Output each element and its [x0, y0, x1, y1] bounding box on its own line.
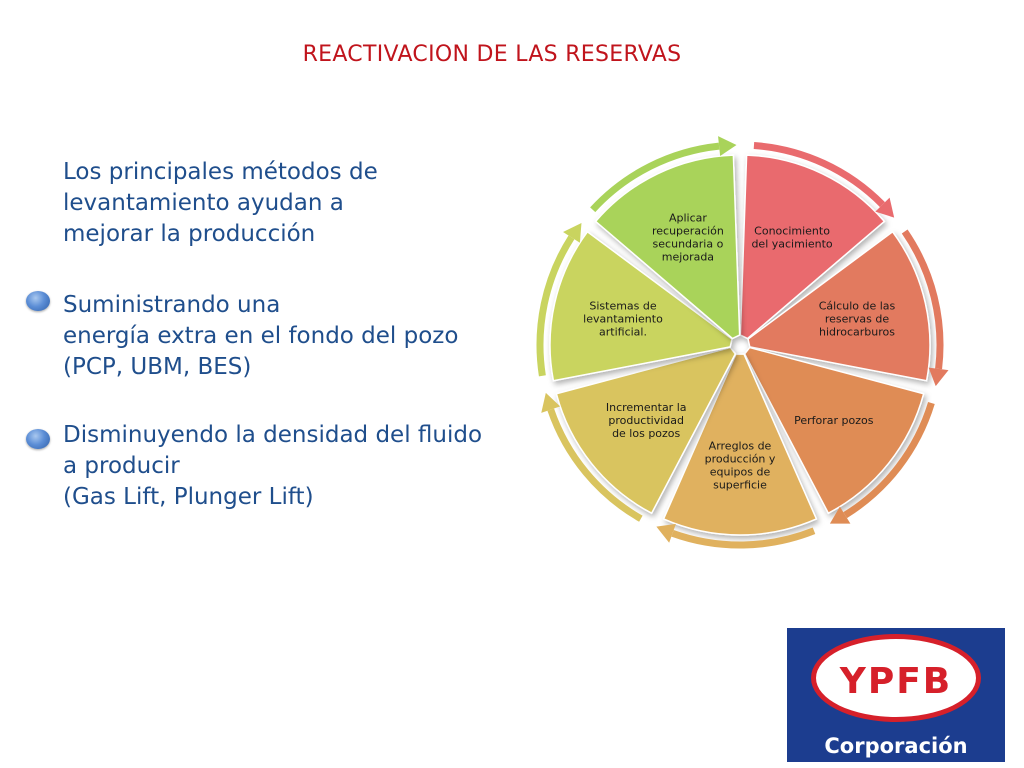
cycle-segment	[747, 230, 931, 382]
segment-label-line: Perforar pozos	[794, 414, 874, 427]
bullet-icon	[26, 429, 50, 449]
segment-label-line: superficie	[713, 479, 767, 492]
arrow-head	[928, 367, 949, 387]
bullet-line: energía extra en el fondo del pozo	[63, 323, 459, 349]
segment-label-line: levantamiento	[583, 312, 663, 325]
segment-label-line: Conocimiento	[754, 224, 830, 237]
slide-title: REACTIVACION DE LAS RESERVAS	[302, 42, 682, 67]
cycle-arrow	[671, 527, 816, 549]
cycle-segment	[594, 154, 741, 340]
segment-label-line: productividad	[608, 414, 684, 427]
cycle-arrow	[753, 141, 885, 208]
arrow-head	[563, 223, 582, 243]
cycle-segment	[549, 230, 733, 382]
logo-emblem: YPFB	[811, 634, 981, 722]
segment-label-line: de los pozos	[612, 427, 680, 440]
segment-label-line: Cálculo de las	[819, 299, 896, 312]
cycle-arrow	[547, 408, 643, 522]
bullet-line: a producir	[63, 453, 180, 479]
segment-label-line: Incrementar la	[606, 401, 687, 414]
cycle-segment	[662, 353, 818, 536]
bullet-icon	[26, 291, 50, 311]
segment-label-line: Sistemas de	[589, 299, 657, 312]
segment-label-line: producción y	[705, 453, 776, 466]
cycle-arrow	[901, 229, 944, 370]
logo-letters: YPFB	[839, 661, 953, 702]
cycle-arrow	[590, 142, 720, 213]
segment-label-line: artificial.	[599, 325, 647, 338]
arrow-head	[656, 523, 676, 543]
cycle-arrow	[843, 401, 935, 519]
cycle-arrow	[536, 235, 575, 377]
cycle-segment	[739, 154, 886, 340]
bullet-item: Suministrando una energía extra en el fo…	[63, 290, 533, 383]
intro-line: Los principales métodos de	[63, 159, 378, 185]
segment-label: Perforar pozos	[794, 414, 874, 427]
arrow-head	[718, 136, 737, 157]
cycle-segment	[743, 346, 925, 515]
segment-label-line: equipos de	[710, 466, 771, 479]
company-logo: YPFB Corporación	[787, 628, 1005, 762]
bullet-line: (PCP, UBM, BES)	[63, 354, 252, 380]
segment-label-line: hidrocarburos	[819, 325, 895, 338]
arrow-head	[875, 197, 895, 218]
bullet-line: Disminuyendo la densidad del fluido	[63, 422, 483, 448]
arrow-head	[829, 506, 851, 524]
logo-text: Corporación	[824, 734, 968, 758]
intro-line: levantamiento ayudan a	[63, 190, 344, 216]
segment-label-line: reservas de	[825, 312, 890, 325]
segment-label-line: recuperación	[652, 224, 724, 237]
cycle-segment	[555, 346, 737, 515]
bullet-item: Disminuyendo la densidad del fluido a pr…	[63, 420, 533, 513]
bullet-line: Suministrando una	[63, 292, 281, 318]
segment-label-line: Arreglos de	[709, 440, 772, 453]
intro-text: Los principales métodos de levantamiento…	[63, 157, 533, 250]
intro-line: mejorar la producción	[63, 221, 316, 247]
arrow-head	[541, 392, 561, 413]
segment-label-line: del yacimiento	[751, 237, 832, 250]
segment-label-line: Aplicar	[669, 211, 707, 224]
bullet-line: (Gas Lift, Plunger Lift)	[63, 484, 314, 510]
segment-label-line: secundaria o	[653, 237, 724, 250]
segment-label-line: mejorada	[662, 250, 714, 263]
